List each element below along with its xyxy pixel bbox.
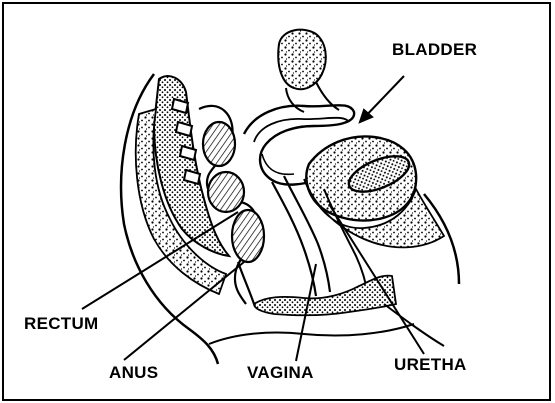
bladder	[306, 136, 416, 220]
ovary	[278, 30, 339, 112]
diagram-frame: BLADDER RECTUM ANUS VAGINA URETHA	[2, 2, 551, 401]
thigh-line	[209, 324, 414, 344]
label-uretha: URETHA	[394, 355, 467, 375]
label-anus: ANUS	[109, 363, 158, 383]
label-vagina: VAGINA	[247, 363, 314, 383]
label-rectum: RECTUM	[24, 314, 99, 334]
perineum	[254, 276, 396, 316]
pelvic-anatomy-illustration	[4, 4, 551, 401]
label-bladder: BLADDER	[392, 40, 477, 60]
